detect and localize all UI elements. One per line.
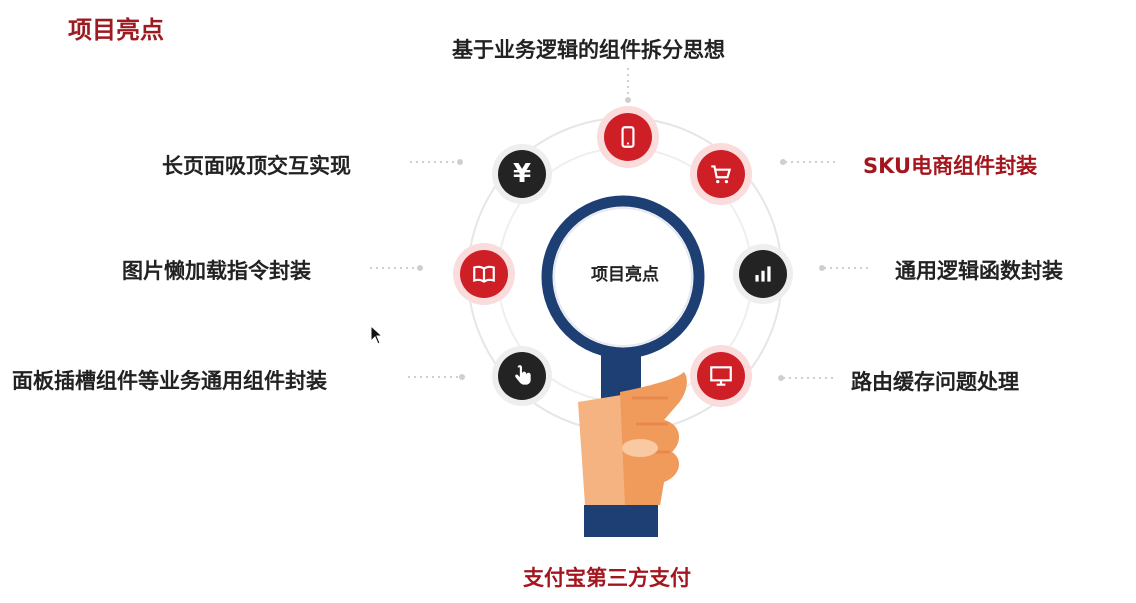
sleeve-cuff	[584, 505, 658, 537]
hand-illustration	[578, 372, 687, 505]
label-top: 基于业务逻辑的组件拆分思想	[452, 38, 725, 62]
bar-chart-icon	[739, 250, 787, 298]
pointer-hand-icon	[498, 352, 546, 400]
label-left-2: 图片懒加载指令封装	[122, 259, 311, 283]
yen-icon: ¥	[498, 150, 546, 198]
page-title: 项目亮点	[68, 16, 164, 44]
mouse-cursor-icon	[370, 325, 384, 345]
label-right-3: 路由缓存问题处理	[851, 370, 1019, 394]
shopping-cart-icon	[697, 150, 745, 198]
label-right-1: SKU电商组件封装	[863, 154, 1038, 178]
label-bottom: 支付宝第三方支付	[523, 566, 691, 590]
book-icon	[460, 250, 508, 298]
label-left-1: 长页面吸顶交互实现	[162, 154, 351, 178]
label-left-3: 面板插槽组件等业务通用组件封装	[12, 369, 327, 393]
monitor-icon	[697, 352, 745, 400]
lens-center-text: 项目亮点	[591, 265, 659, 285]
label-right-2: 通用逻辑函数封装	[895, 259, 1063, 283]
magnifier-lens	[541, 195, 705, 359]
mobile-phone-icon	[604, 113, 652, 161]
